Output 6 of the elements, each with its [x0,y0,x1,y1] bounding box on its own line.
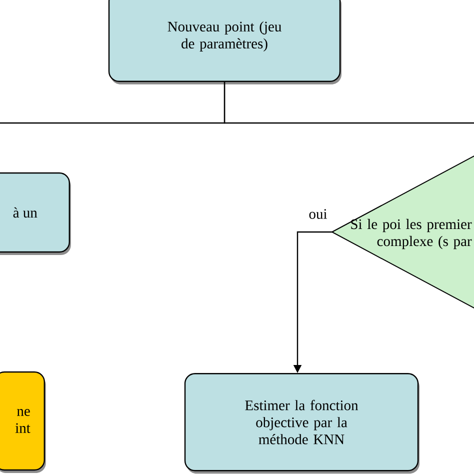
process-box: ne int [0,371,46,473]
process-box: Estimer la fonction objective par la méthode KNN [184,373,420,474]
connector [224,82,474,124]
edge-label: oui [308,208,328,220]
process-box: Nouveau point (jeu de paramètres) [108,0,342,84]
process-box: à un [0,172,71,255]
